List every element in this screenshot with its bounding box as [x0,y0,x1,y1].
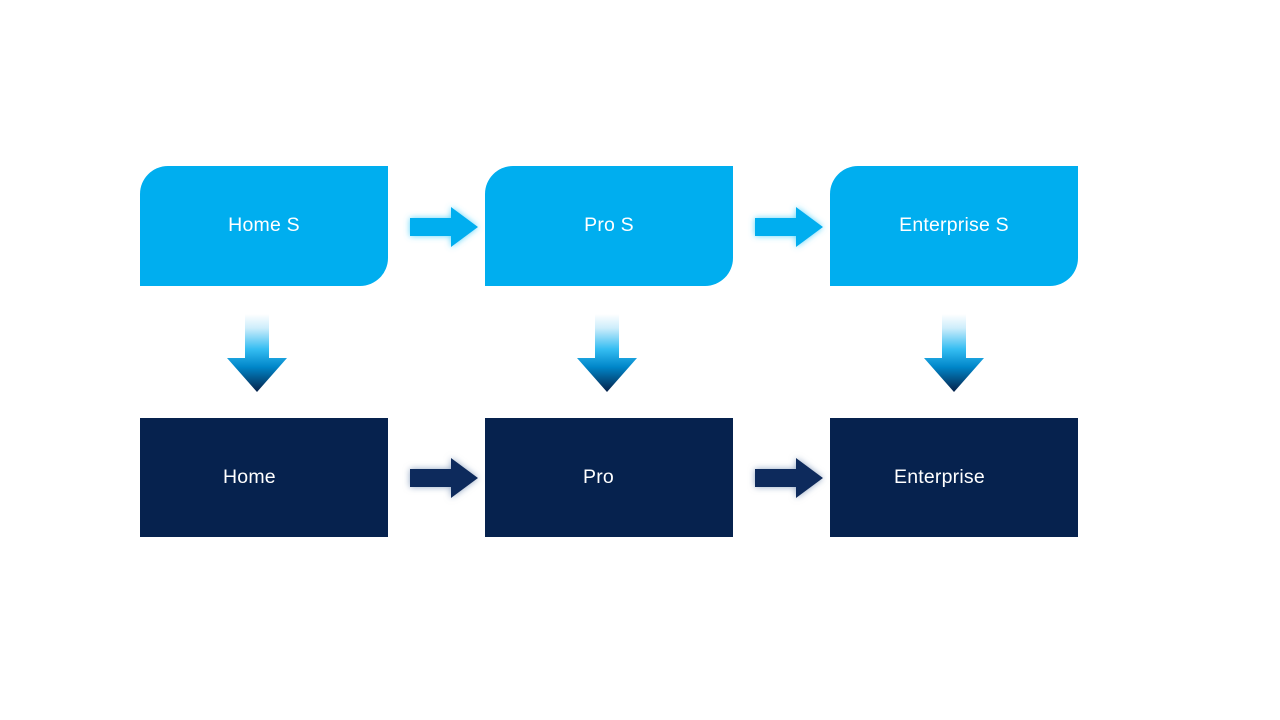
connector-down-arrow-2 [574,312,640,394]
node-enterprise-s[interactable]: Enterprise S [830,166,1078,286]
right-arrow-icon [410,458,478,498]
down-arrow-icon [577,314,637,392]
node-label-enterprise: Enterprise [894,465,985,488]
node-enterprise[interactable]: Enterprise [830,418,1078,537]
connector-prod-arrow-1 [404,453,484,503]
connector-down-arrow-3 [921,312,987,394]
node-pro-s[interactable]: Pro S [485,166,733,286]
node-label-pro-s: Pro S [584,214,634,237]
node-pro[interactable]: Pro [485,418,733,537]
connector-svc-arrow-2 [749,202,829,252]
node-home[interactable]: Home [140,418,388,537]
node-label-home-s: Home S [228,214,300,237]
node-label-home: Home [223,465,276,488]
connector-svc-arrow-1 [404,202,484,252]
right-arrow-icon [410,207,478,247]
node-label-enterprise-s: Enterprise S [899,214,1009,237]
right-arrow-icon [755,458,823,498]
down-arrow-icon [227,314,287,392]
connector-down-arrow-1 [224,312,290,394]
connector-prod-arrow-2 [749,453,829,503]
down-arrow-icon [924,314,984,392]
node-home-s[interactable]: Home S [140,166,388,286]
node-label-pro: Pro [583,465,614,488]
right-arrow-icon [755,207,823,247]
